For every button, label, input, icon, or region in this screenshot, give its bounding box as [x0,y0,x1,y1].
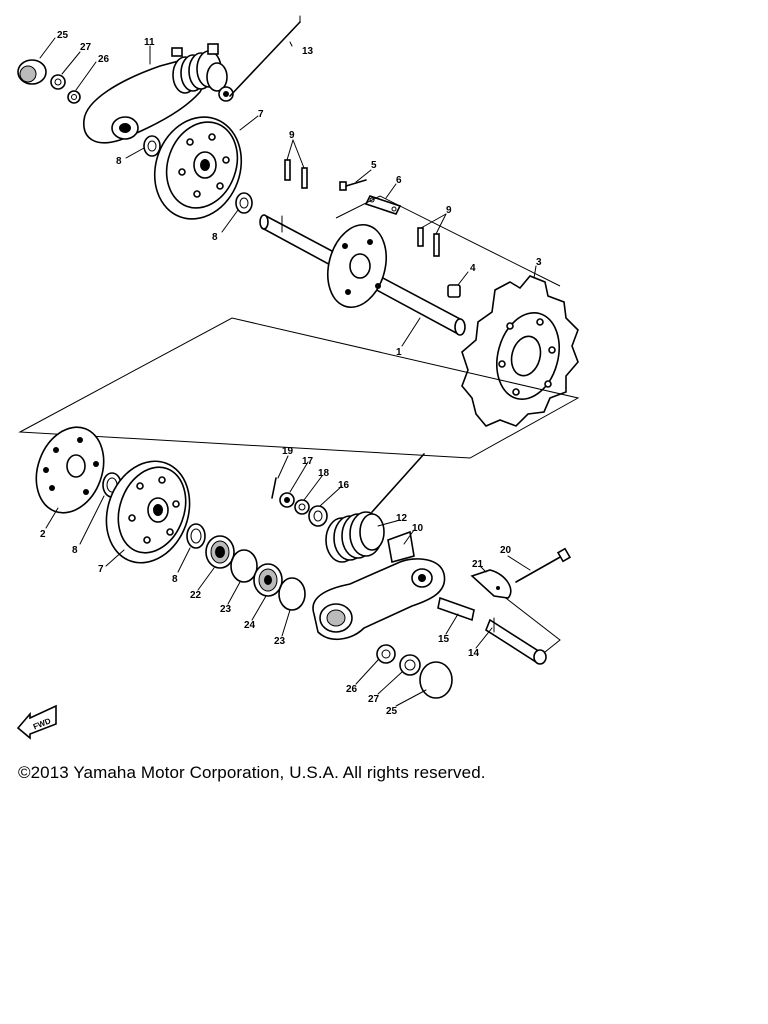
callout-6: 6 [396,175,402,186]
washer-8d [186,523,206,549]
collar-15 [437,596,475,622]
bearing-24 [253,563,283,597]
spring-12 [325,453,425,563]
callout-19: 19 [282,446,294,457]
callout-1: 1 [396,347,402,358]
callout-8: 8 [172,574,178,585]
collar-4 [447,284,461,298]
cap-top [17,59,47,85]
callout-26: 26 [346,684,358,695]
hub-plate-lower [35,426,105,514]
callout-22: 22 [190,590,202,601]
snap-ring-23a [230,549,258,583]
callout-9: 9 [446,205,452,216]
callout-8: 8 [116,156,122,167]
ring-16 [308,505,328,527]
bearing-22 [205,535,235,569]
callout-8: 8 [72,545,78,556]
bolt-5 [339,179,367,191]
callout-9: 9 [289,130,295,141]
washer-top [67,90,81,104]
wheel-upper [153,116,243,220]
callout-25: 25 [386,706,398,717]
callout-17: 17 [302,456,314,467]
callout-23: 23 [220,604,232,615]
callout-26: 26 [98,54,110,65]
nut-top [50,74,66,90]
washer-18 [294,499,310,515]
callout-5: 5 [371,160,377,171]
callout-27: 27 [368,694,380,705]
wheel-lower [105,460,191,564]
snap-ring-23b [278,577,306,611]
sprocket [461,275,579,427]
cap-lower [419,661,453,699]
callout-10: 10 [412,523,424,534]
pin-14 [485,617,547,665]
callout-13: 13 [302,46,314,57]
callout-18: 18 [318,468,330,479]
copyright-notice: ©2013 Yamaha Motor Corporation, U.S.A. A… [18,763,486,782]
callout-23: 23 [274,636,286,647]
rod-top [229,15,301,97]
callout-8: 8 [212,232,218,243]
callout-4: 4 [470,263,476,274]
washer-lower [376,644,396,664]
callout-11: 11 [144,37,155,48]
callout-25: 25 [57,30,69,41]
callout-12: 12 [396,513,408,524]
washer-17 [279,492,295,508]
callout-20: 20 [500,545,512,556]
callout-3: 3 [536,257,542,268]
shaft-flange [327,223,387,309]
nut-lower [399,654,421,676]
plate-6 [364,195,402,215]
parts-exploded-diagram: FWD [16,15,580,740]
bolt-20 [515,547,572,583]
callout-labels: 25 27 26 11 13 7 8 8 9 5 6 9 4 3 1 2 8 7… [40,30,542,717]
callout-7: 7 [258,109,264,120]
bracket-21 [470,569,512,599]
leader-lines [39,37,537,707]
fwd-arrow-icon: FWD [16,704,57,740]
pins-9b [417,227,440,257]
callout-21: 21 [472,559,484,570]
bolt-19 [271,477,277,499]
callout-2: 2 [40,529,46,540]
arm-assembly-top [83,43,234,144]
callout-15: 15 [438,634,450,645]
washer-8a [143,135,161,157]
callout-24: 24 [244,620,256,631]
callout-14: 14 [468,648,480,659]
callout-27: 27 [80,42,92,53]
callout-16: 16 [338,480,350,491]
callout-7: 7 [98,564,104,575]
washer-8b [235,192,253,214]
pins-9a [284,159,308,189]
